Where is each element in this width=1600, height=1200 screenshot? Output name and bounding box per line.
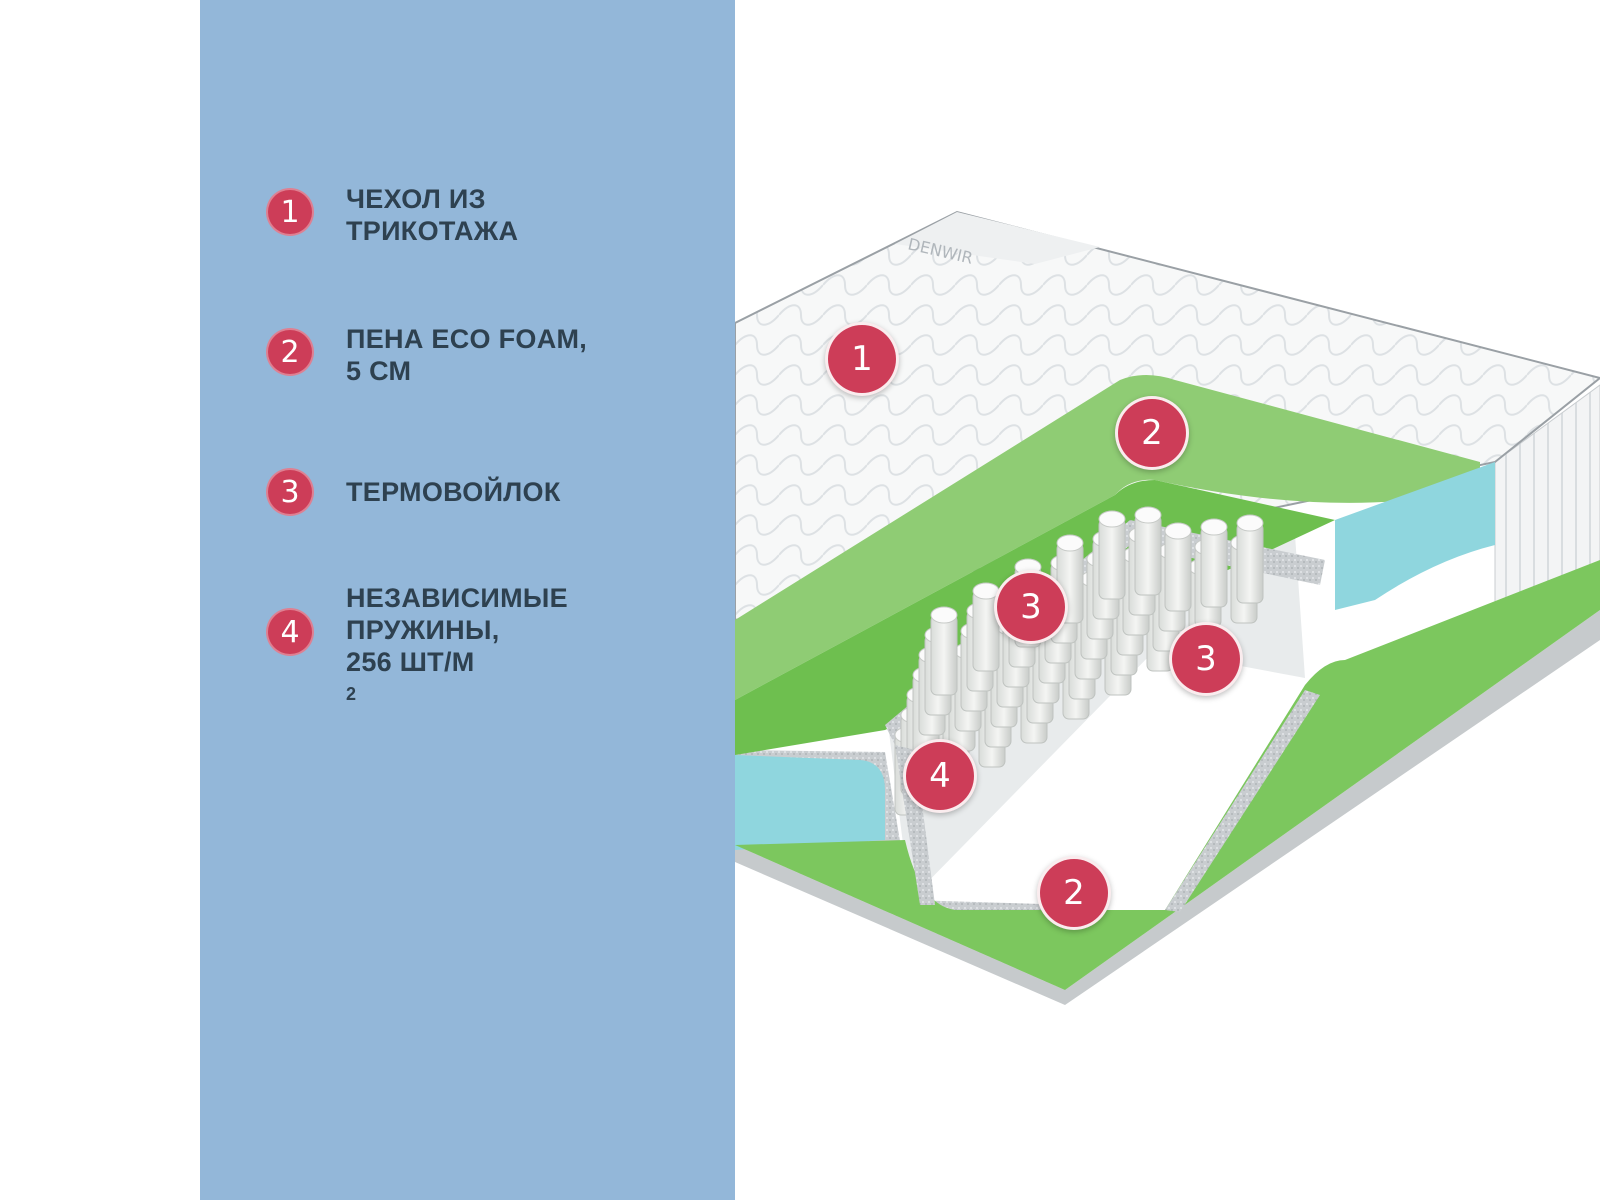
superscript: 2 — [346, 684, 357, 704]
legend-badge: 3 — [266, 468, 314, 516]
legend-line-text: 256 ШТ/М — [346, 647, 475, 677]
spring-pocket — [1164, 530, 1192, 612]
legend-line: 256 ШТ/М 2 — [346, 646, 568, 710]
spring-pocket-top — [1056, 534, 1084, 552]
legend-label: ЧЕХОЛ ИЗ ТРИКОТАЖА — [346, 183, 518, 247]
legend-label: НЕЗАВИСИМЫЕ ПРУЖИНЫ, 256 ШТ/М 2 — [346, 582, 568, 710]
spring-pocket — [930, 614, 958, 696]
legend-item-springs: 4 НЕЗАВИСИМЫЕ ПРУЖИНЫ, 256 ШТ/М 2 — [266, 583, 568, 710]
legend-line: ЧЕХОЛ ИЗ — [346, 184, 486, 214]
spring-pocket-top — [1236, 514, 1264, 532]
spring-pocket-top — [1134, 506, 1162, 524]
spring-pocket-top — [930, 606, 958, 624]
spring-pocket — [1236, 522, 1264, 604]
mattress-cutaway-image: DENWIR — [735, 0, 1600, 1200]
legend-panel: 1 ЧЕХОЛ ИЗ ТРИКОТАЖА 2 ПЕНА ECO FOAM, 5 … — [200, 0, 735, 1200]
legend-badge: 4 — [266, 608, 314, 656]
spring-pocket-top — [1098, 510, 1126, 528]
legend-line: ПРУЖИНЫ, — [346, 615, 500, 645]
legend-item-cover: 1 ЧЕХОЛ ИЗ ТРИКОТАЖА — [266, 184, 518, 247]
spring-pocket-top — [1164, 522, 1192, 540]
legend-label: ПЕНА ECO FOAM, 5 СМ — [346, 323, 587, 387]
legend-line: 5 СМ — [346, 356, 412, 386]
marker-cover: 1 — [825, 322, 899, 396]
marker-eco-foam-bottom: 2 — [1037, 856, 1111, 930]
spring-pocket — [1098, 518, 1126, 600]
legend-badge: 1 — [266, 188, 314, 236]
legend-line: НЕЗАВИСИМЫЕ — [346, 583, 568, 613]
legend-item-thermal-felt: 3 ТЕРМОВОЙЛОК — [266, 468, 561, 516]
legend-line: ПЕНА ECO FOAM, — [346, 324, 588, 354]
legend-badge: 2 — [266, 328, 314, 376]
legend-line: ТЕРМОВОЙЛОК — [346, 477, 561, 507]
spring-pocket-top — [1200, 518, 1228, 536]
marker-eco-foam-top: 2 — [1115, 396, 1189, 470]
spring-pocket — [1200, 526, 1228, 608]
mattress-illustration: DENWIR 1 2 3 3 4 2 — [735, 0, 1600, 1200]
legend-line: ТРИКОТАЖА — [346, 216, 519, 246]
marker-springs: 4 — [903, 739, 977, 813]
marker-thermal-felt: 3 — [994, 570, 1068, 644]
legend-label: ТЕРМОВОЙЛОК — [346, 476, 561, 508]
legend-item-eco-foam: 2 ПЕНА ECO FOAM, 5 СМ — [266, 324, 587, 387]
spring-pocket — [1134, 514, 1162, 596]
marker-thermal-felt: 3 — [1169, 622, 1243, 696]
